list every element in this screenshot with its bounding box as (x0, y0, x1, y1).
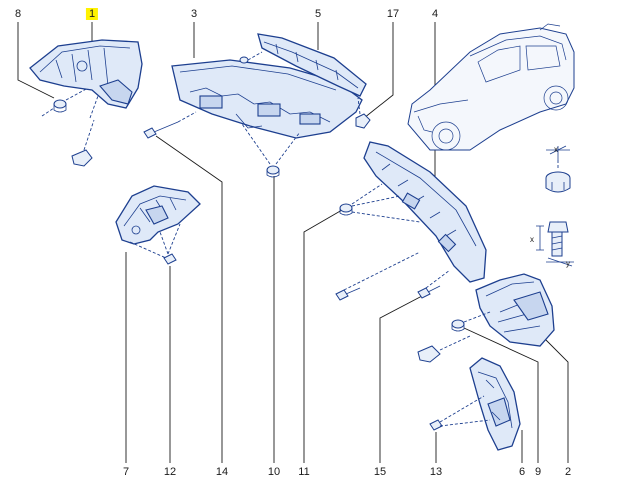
label-part-2: 2 (564, 466, 572, 478)
label-part-9: 9 (534, 466, 542, 478)
screw-torque-icon (536, 221, 574, 267)
label-part-12: 12 (163, 466, 177, 478)
screw-15 (335, 251, 451, 301)
part-4-right-panel (363, 141, 487, 283)
clip-lower-left (71, 95, 99, 167)
label-part-3: 3 (190, 8, 198, 20)
icon-mark-x-nut: x (554, 145, 558, 154)
label-part-17: 17 (386, 8, 400, 20)
label-part-7: 7 (122, 466, 130, 478)
label-part-6: 6 (518, 466, 526, 478)
part-1-lamp-housing (29, 39, 143, 109)
screw-13 (429, 395, 491, 431)
label-part-5: 5 (314, 8, 322, 20)
icon-mark-y-screw: y (566, 259, 570, 268)
label-part-1: 1 (85, 8, 99, 20)
nut-torque-icon (545, 145, 571, 193)
vehicle-icon (407, 23, 575, 151)
nut-10 (241, 123, 301, 178)
part-6-vertical-bracket (469, 357, 521, 451)
part-7-bracket (115, 185, 201, 245)
part-5-third-brake-light (239, 33, 367, 97)
clip-mid-right (417, 335, 471, 363)
label-part-4: 4 (431, 8, 439, 20)
label-part-8: 8 (14, 8, 22, 20)
label-part-15: 15 (373, 466, 387, 478)
nut-11 (339, 183, 421, 223)
label-part-11: 11 (298, 466, 310, 478)
part-3-rear-panel (171, 59, 363, 139)
part-2-lower-lamp (475, 273, 555, 347)
screw-12 (129, 223, 181, 265)
label-part-14: 14 (215, 466, 229, 478)
label-part-10: 10 (267, 466, 281, 478)
label-part-13: 13 (429, 466, 443, 478)
icon-mark-x-screw: x (530, 235, 534, 244)
washer-9 (451, 311, 491, 332)
screw-14 (143, 111, 197, 139)
clip-17 (355, 97, 371, 129)
fastener-8 (41, 87, 89, 117)
